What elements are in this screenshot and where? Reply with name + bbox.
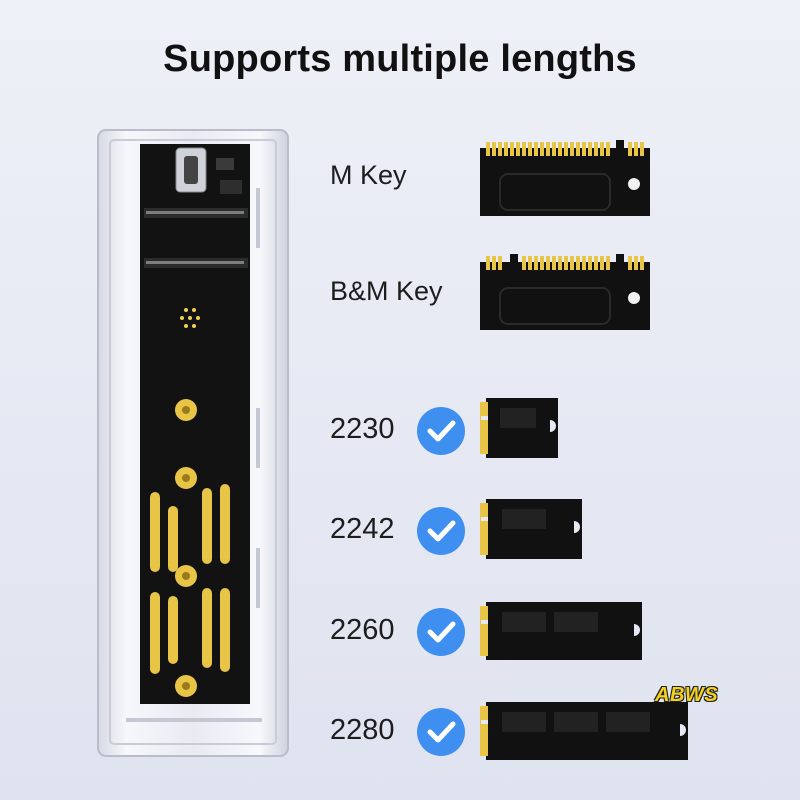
watermark: ABWS [655,684,719,706]
ssd-2242-image [480,499,582,559]
bm-key-card-image [480,254,650,330]
m-key-label: M Key [330,160,407,190]
check-circle-icon [417,708,465,756]
check-circle-icon [417,507,465,555]
length-2230-label: 2230 [330,413,395,445]
ssd-enclosure-image [97,129,289,757]
bm-key-label: B&M Key [330,276,443,306]
length-2280-label: 2280 [330,714,395,746]
ssd-2260-image [480,602,642,660]
page-title: Supports multiple lengths [163,38,637,80]
length-2260-label: 2260 [330,614,395,646]
m-key-card-image [480,140,650,216]
ssd-2280-image [480,702,688,760]
check-circle-icon [417,608,465,656]
length-2242-label: 2242 [330,513,395,545]
ssd-2230-image [480,398,558,458]
check-circle-icon [417,407,465,455]
